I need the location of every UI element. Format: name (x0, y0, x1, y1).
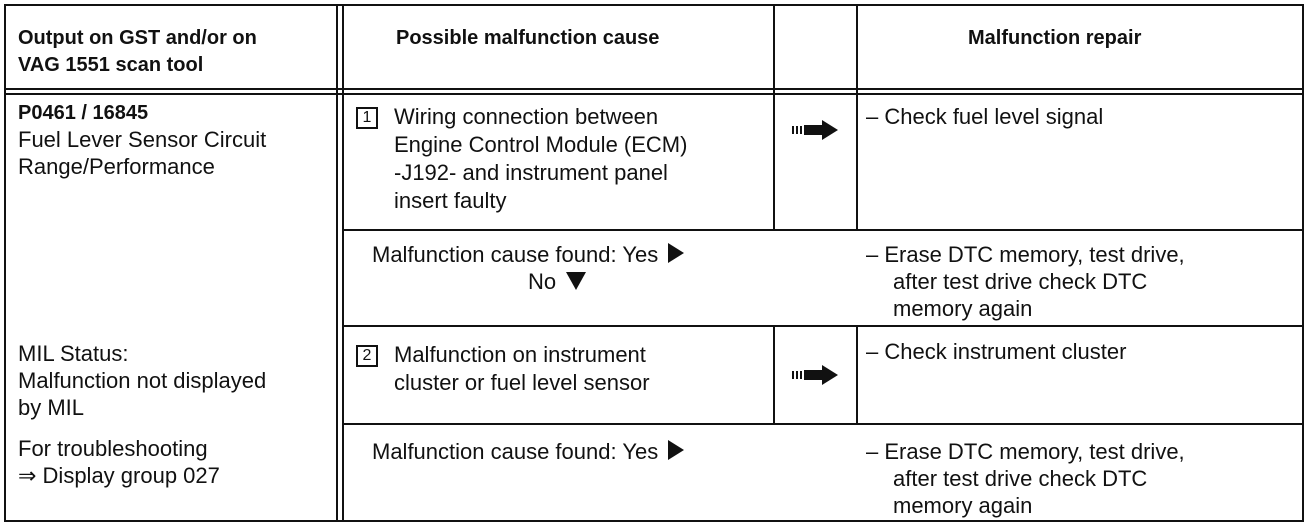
trouble-line2: ⇒ Display group 027 (18, 463, 220, 488)
col-divider-arrow-right-2 (856, 326, 858, 424)
triangle-right-icon (668, 243, 685, 263)
found2-repair-line1: – Erase DTC memory, test drive, (866, 439, 1185, 464)
found1-yes-text: Malfunction cause found: Yes (372, 242, 659, 267)
header-col2: Possible malfunction cause (396, 27, 660, 49)
arrow-right-icon (792, 120, 838, 140)
triangle-right-icon (668, 440, 685, 460)
step1-cause-line1: Wiring connection between (394, 104, 659, 129)
row-line-3 (342, 423, 1302, 425)
troubleshooting-table: Output on GST and/or on VAG 1551 scan to… (4, 4, 1304, 522)
step2-repair: – Check instrument cluster (866, 339, 1127, 364)
arrow-right-icon (792, 365, 838, 385)
found1-yes: Malfunction cause found: Yes (372, 241, 685, 268)
col-divider-arrow-left (773, 6, 775, 230)
step1-repair: – Check fuel level signal (866, 104, 1104, 129)
col-divider-arrow-left-2 (773, 326, 775, 424)
mil-line2: Malfunction not displayed (18, 368, 267, 393)
col-divider-arrow-right (856, 6, 858, 230)
found2-repair-line2: after test drive check DTC (893, 466, 1148, 491)
dtc-desc-line1: Fuel Lever Sensor Circuit (18, 127, 267, 152)
step2-cause-line1: Malfunction on instrument (394, 342, 646, 367)
found2-yes-text: Malfunction cause found: Yes (372, 439, 659, 464)
header-col3: Malfunction repair (968, 27, 1142, 49)
header-col1-line1: Output on GST and/or on (18, 27, 257, 49)
dtc-code: P0461 / 16845 (18, 102, 149, 124)
header-col1-line2: VAG 1551 scan tool (18, 54, 204, 76)
found2-repair-line3: memory again (893, 493, 1033, 518)
step-number-box: 1 (356, 107, 378, 129)
col-divider-1 (336, 6, 338, 520)
found1-no-text: No (528, 269, 557, 294)
row-line-1 (342, 229, 1302, 231)
found1-repair-line2: after test drive check DTC (893, 269, 1148, 294)
triangle-down-icon (566, 272, 587, 290)
header-bottom-line-2 (6, 93, 1302, 95)
header-bottom-line (6, 88, 1302, 90)
step-number-box: 2 (356, 345, 378, 367)
step1-cause-line4: insert faulty (394, 188, 507, 213)
found2-yes: Malfunction cause found: Yes (372, 438, 685, 465)
step1-cause-line2: Engine Control Module (ECM) (394, 132, 688, 157)
step2-cause-line2: cluster or fuel level sensor (394, 370, 650, 395)
mil-line3: by MIL (18, 395, 85, 420)
mil-line1: MIL Status: (18, 341, 129, 366)
trouble-line1: For troubleshooting (18, 436, 208, 461)
col-divider-1b (342, 6, 344, 520)
found1-no: No (528, 268, 587, 295)
found1-repair-line1: – Erase DTC memory, test drive, (866, 242, 1185, 267)
found1-repair-line3: memory again (893, 296, 1033, 321)
row-line-2 (342, 325, 1302, 327)
step1-cause-line3: -J192- and instrument panel (394, 160, 668, 185)
dtc-desc-line2: Range/Performance (18, 154, 215, 179)
